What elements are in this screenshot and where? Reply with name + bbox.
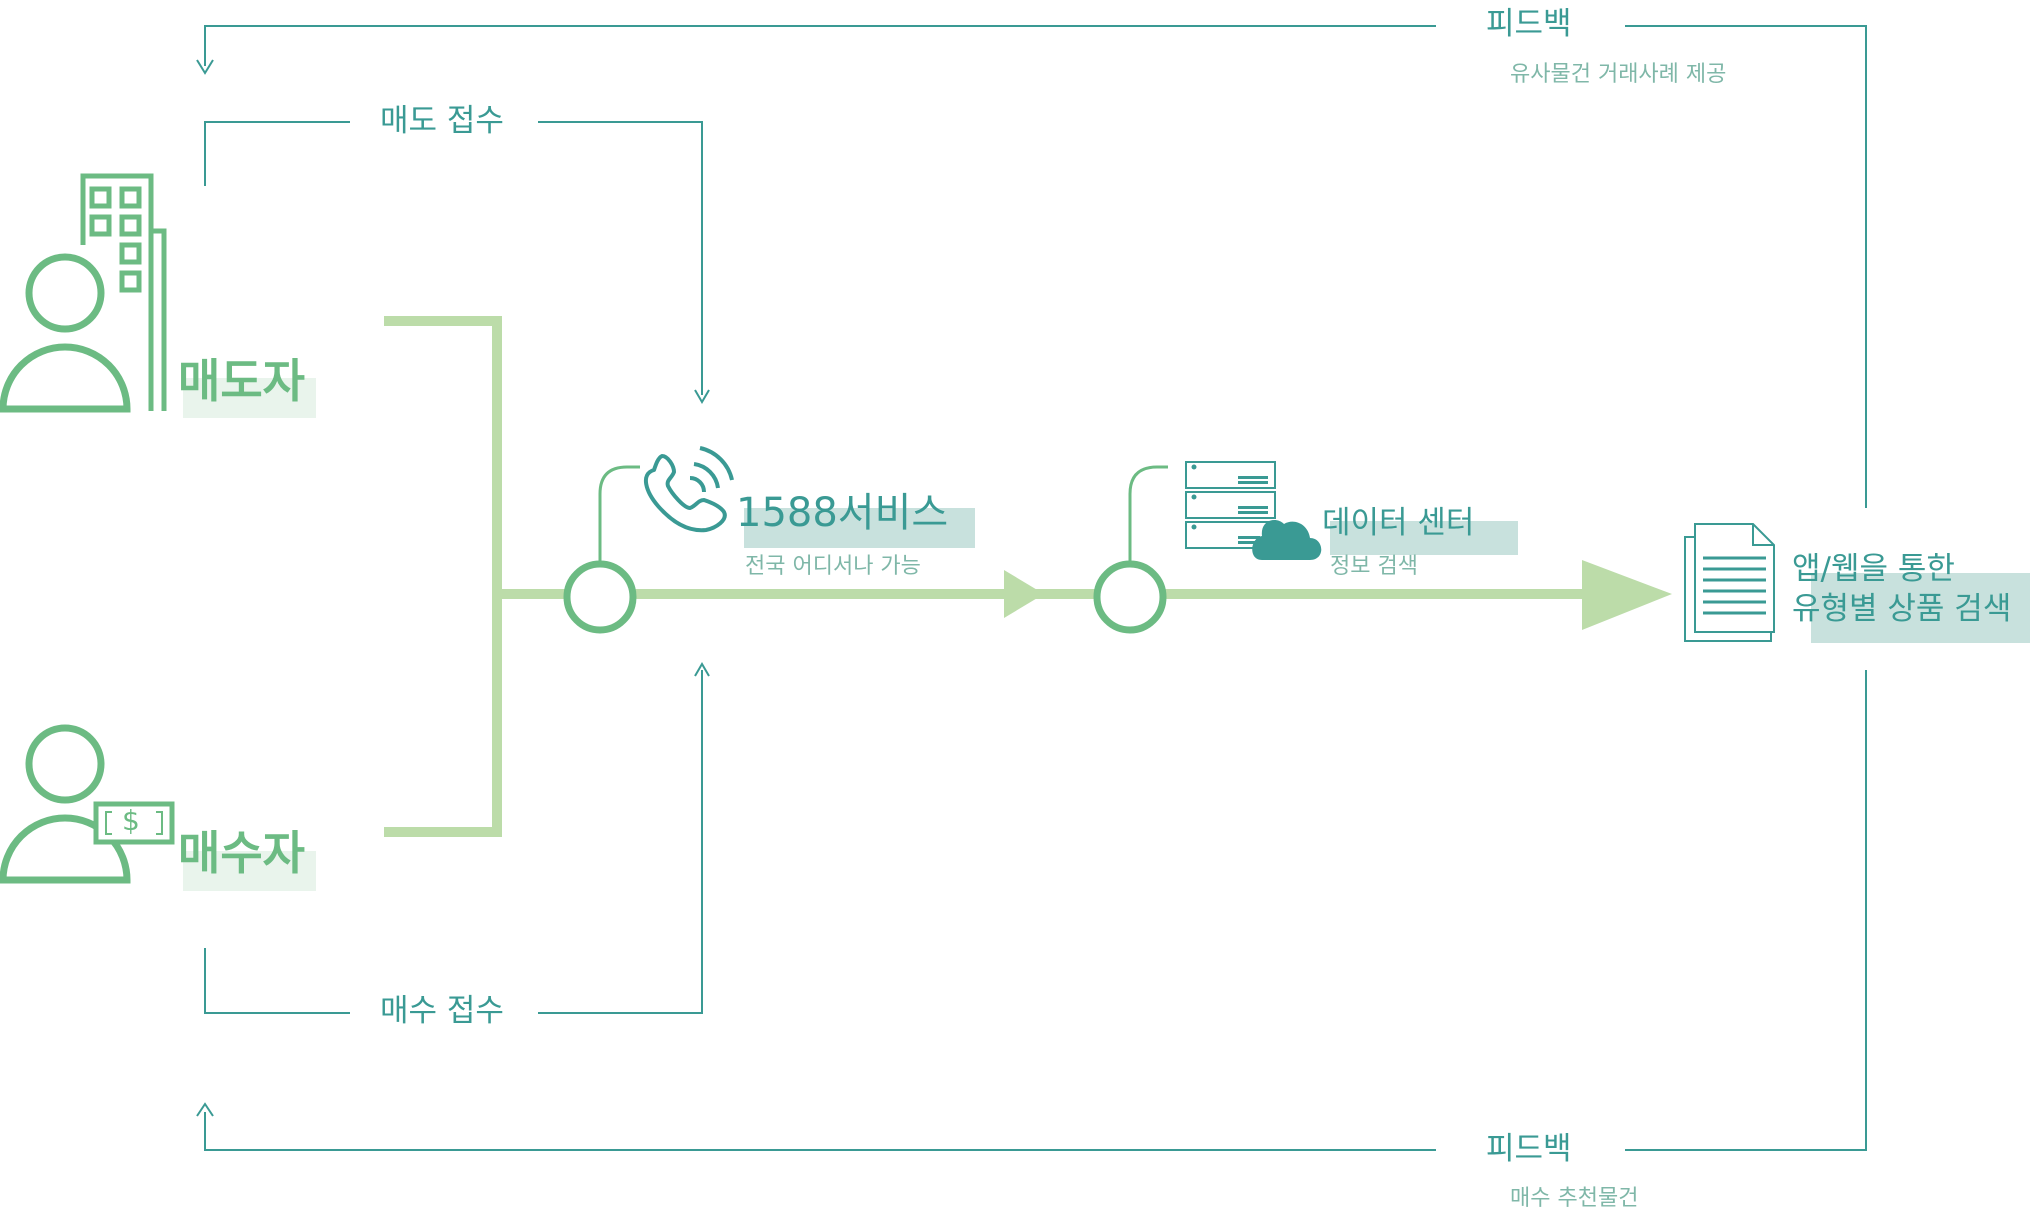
top-feedback-arrowhead bbox=[196, 59, 214, 75]
service-title: 1588서비스 bbox=[736, 490, 949, 536]
service-node-circle bbox=[563, 560, 637, 634]
result-title-highlight bbox=[1811, 573, 2030, 643]
sell-intake-label: 매도 접수 bbox=[380, 103, 504, 139]
datacenter-title-highlight bbox=[1330, 521, 1518, 555]
flow-arrowhead-mid bbox=[1004, 570, 1044, 618]
phone-icon bbox=[643, 446, 734, 533]
result-title-line1: 앱/웹을 통한 bbox=[1792, 551, 1955, 587]
buy-intake-connector bbox=[204, 670, 703, 1014]
buy-intake-arrowhead bbox=[694, 662, 710, 677]
seller-label: 매도자 bbox=[178, 354, 305, 408]
flow-arrowhead-end bbox=[1582, 560, 1672, 630]
top-feedback-title: 피드백 bbox=[1486, 6, 1572, 42]
service-desc: 전국 어디서나 가능 bbox=[745, 554, 921, 579]
service-node-stem bbox=[598, 465, 640, 564]
buyer-label: 매수자 bbox=[178, 826, 305, 880]
bottom-feedback-title: 피드백 bbox=[1486, 1131, 1572, 1167]
sell-intake-connector bbox=[204, 121, 703, 395]
datacenter-desc: 정보 검색 bbox=[1330, 554, 1418, 579]
actor-bracket bbox=[384, 316, 502, 837]
bottom-feedback-desc: 매수 추천물건 bbox=[1510, 1186, 1639, 1211]
money-symbol: $ bbox=[122, 804, 140, 837]
person-money-icon bbox=[0, 724, 175, 884]
service-title-highlight bbox=[744, 508, 975, 548]
document-icon bbox=[1684, 523, 1775, 642]
bottom-feedback-connector bbox=[204, 670, 1867, 1151]
buyer-label-highlight bbox=[183, 851, 316, 891]
datacenter-title: 데이터 센터 bbox=[1322, 505, 1475, 541]
server-cloud-icon bbox=[1185, 461, 1322, 560]
datacenter-node-circle bbox=[1093, 560, 1167, 634]
bottom-feedback-arrowhead bbox=[196, 1102, 214, 1117]
sell-intake-arrowhead bbox=[694, 389, 710, 404]
datacenter-node-stem bbox=[1128, 465, 1168, 564]
top-feedback-desc: 유사물건 거래사례 제공 bbox=[1510, 62, 1727, 87]
result-title-line2: 유형별 상품 검색 bbox=[1792, 591, 2012, 627]
buy-intake-label: 매수 접수 bbox=[380, 993, 504, 1029]
seller-label-highlight bbox=[183, 378, 316, 418]
person-building-icon bbox=[0, 173, 167, 413]
top-feedback-connector bbox=[204, 25, 1867, 508]
